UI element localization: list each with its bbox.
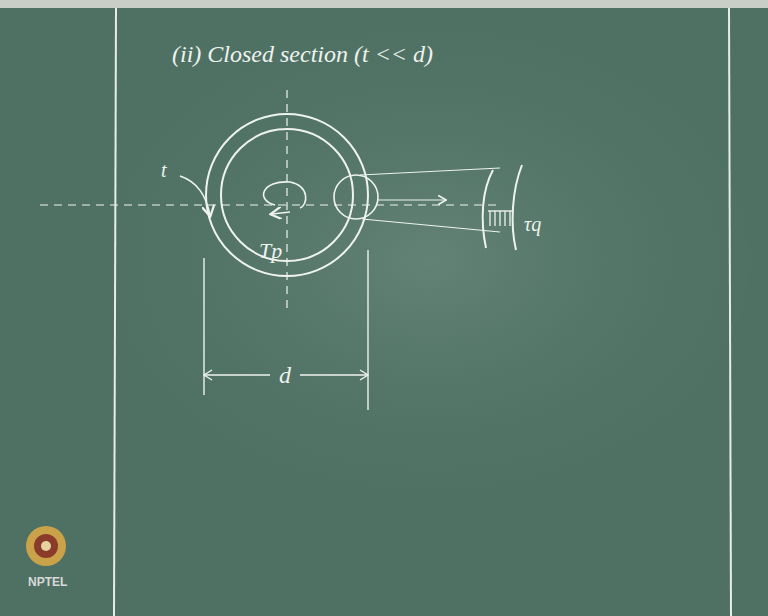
shear-stress-label: τq — [524, 214, 541, 234]
detail-outer-wall — [513, 165, 522, 250]
detail-projection — [362, 219, 500, 232]
extension-line — [367, 250, 368, 410]
nptel-logo — [26, 526, 66, 566]
board-frame-line — [729, 8, 731, 616]
torque-arrow — [264, 182, 306, 208]
board-top-edge — [0, 0, 768, 8]
dimension-line — [300, 374, 368, 375]
thickness-label: t — [161, 160, 167, 180]
outer-wall — [206, 114, 368, 276]
dimension-line — [204, 374, 270, 375]
torque-arrow — [272, 212, 290, 214]
detail-inner-wall — [483, 170, 493, 248]
inner-wall — [221, 129, 353, 261]
detail-projection — [378, 199, 445, 200]
detail-projection — [360, 168, 500, 175]
board-frame-line — [114, 8, 116, 616]
diameter-label: d — [279, 363, 291, 387]
center-line — [40, 204, 500, 205]
torque-label: Tp — [259, 240, 282, 262]
logo-text: NPTEL — [28, 576, 67, 588]
section-heading: (ii) Closed section (t << d) — [172, 42, 433, 66]
chalk-smudge — [110, 30, 750, 490]
thickness-leader — [180, 176, 210, 215]
shear-hatch — [490, 211, 510, 226]
detail-circle — [334, 175, 378, 219]
